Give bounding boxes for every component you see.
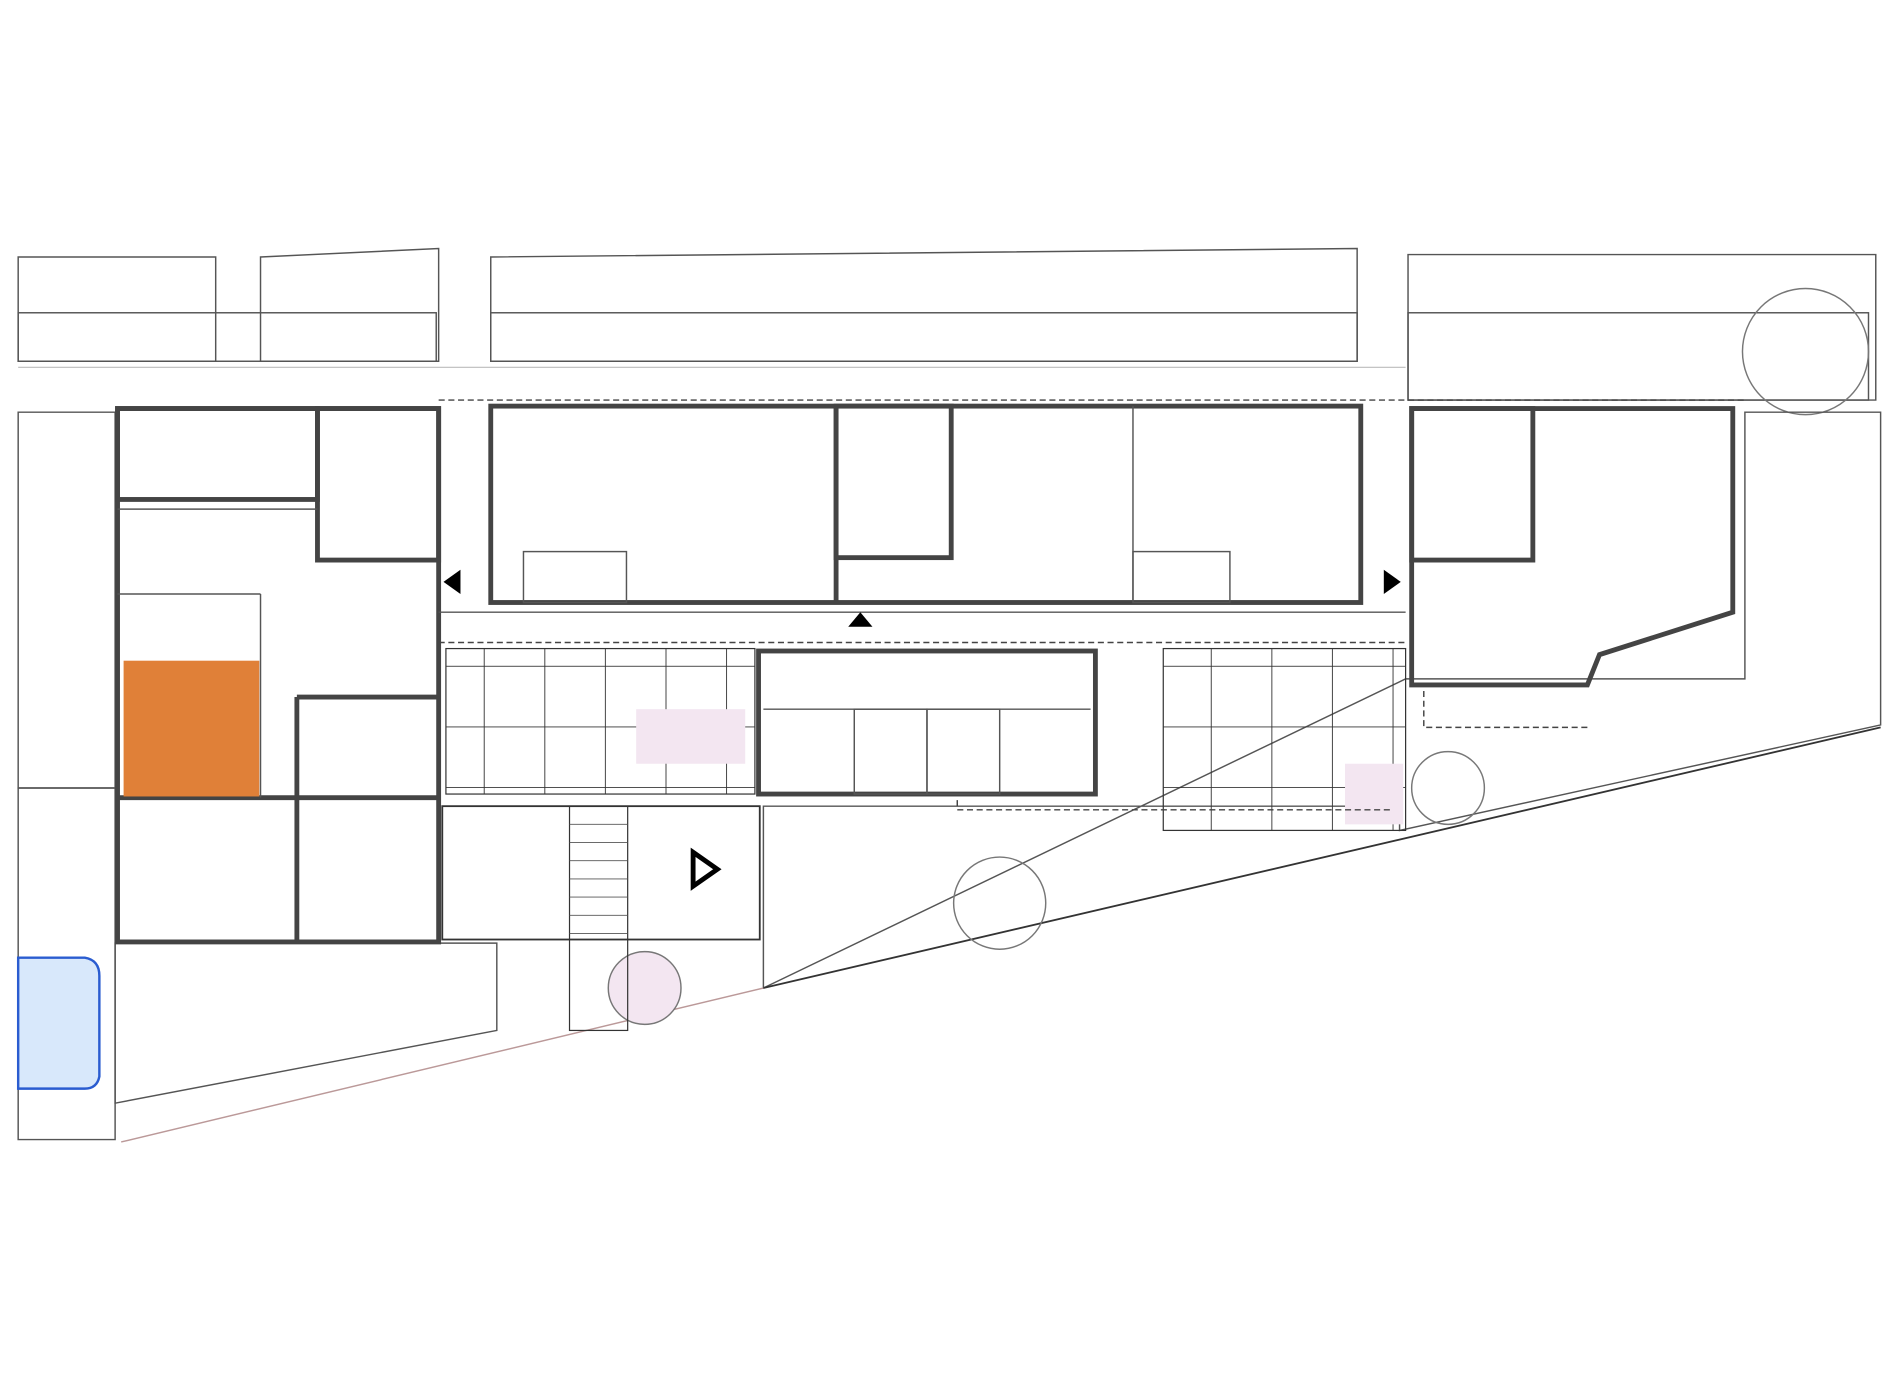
tree-icon: [1741, 287, 1870, 416]
pink-area: [636, 709, 746, 764]
tree-icon: [607, 950, 682, 1026]
top-street-gardens: [17, 247, 1877, 401]
tree-icon: [952, 856, 1047, 950]
entrance-arrow-icon: [690, 847, 722, 891]
tree-icon: [1410, 750, 1486, 826]
site-boundary: [438, 399, 1745, 811]
building-middle: [438, 403, 1406, 644]
pool: [16, 956, 101, 1090]
entrance-arrow-icon: [1383, 569, 1401, 595]
building-central: [756, 648, 1098, 797]
entrance-area: [441, 805, 761, 941]
entrance-arrow-icon: [443, 569, 461, 595]
stair-ramp: [568, 805, 629, 1032]
ramp-steps: [569, 823, 628, 934]
building-west: [115, 406, 442, 945]
highlighted-room[interactable]: [123, 660, 260, 797]
building-east: [1409, 406, 1736, 688]
pink-area: [1345, 763, 1404, 825]
entrance-arrow-icon: [848, 612, 873, 627]
